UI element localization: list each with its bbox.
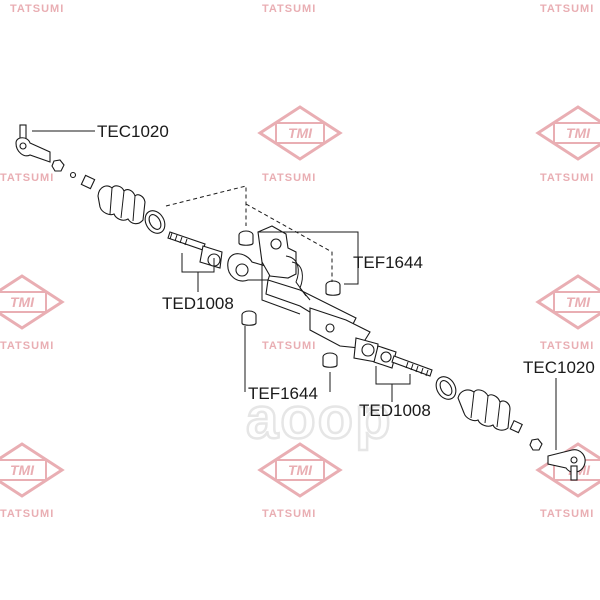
rack-end-right	[373, 345, 433, 377]
watermark-brand: TATSUMI	[262, 508, 316, 520]
watermark-logo: TMI	[535, 105, 600, 161]
rack-housing	[227, 225, 379, 363]
watermark-logo: TMI	[535, 274, 600, 330]
svg-text:TMI: TMI	[10, 462, 35, 478]
watermark-brand: TATSUMI	[0, 172, 54, 184]
bushing-bottom-right	[322, 352, 338, 368]
label-rack-end-right: TED1008	[359, 401, 431, 420]
leader-lines	[32, 130, 557, 450]
svg-text:TMI: TMI	[288, 125, 313, 141]
bushing-bottom	[241, 310, 257, 326]
label-bushing-top: TEF1644	[353, 253, 423, 272]
watermark-brand: TATSUMI	[262, 172, 316, 184]
svg-text:TMI: TMI	[288, 462, 313, 478]
watermark-brand: TATSUMI	[540, 172, 594, 184]
watermark-brand: TATSUMI	[10, 3, 64, 15]
watermark-logo: TMI	[257, 442, 343, 498]
bushing-top-right	[325, 280, 341, 296]
label-bushing-bottom: TEF1644	[248, 384, 318, 403]
bushing-top	[238, 230, 254, 246]
watermark-brand: TATSUMI	[540, 508, 594, 520]
boot-left	[80, 174, 166, 234]
label-tie-rod-end-left: TEC1020	[97, 122, 169, 141]
watermark-brand: TATSUMI	[0, 340, 54, 352]
label-tie-rod-end-right: TEC1020	[523, 358, 595, 377]
watermark-logo: TMI	[0, 274, 65, 330]
watermark-brand: TATSUMI	[262, 3, 316, 15]
watermark-logo: TMI	[0, 442, 65, 498]
watermark-brand: TATSUMI	[0, 508, 54, 520]
tie-rod-end-right	[529, 438, 586, 481]
boot-right	[435, 376, 523, 434]
shop-watermark: aoop	[246, 386, 393, 451]
assembly-dashes	[165, 185, 333, 282]
watermark-brand: TATSUMI	[262, 340, 316, 352]
svg-text:TMI: TMI	[566, 294, 591, 310]
svg-text:TMI: TMI	[10, 294, 35, 310]
watermark-brand: TATSUMI	[540, 340, 594, 352]
label-rack-end-left: TED1008	[162, 294, 234, 313]
svg-text:TMI: TMI	[566, 125, 591, 141]
watermark-logo: TMI	[257, 105, 343, 161]
watermark-brand: TATSUMI	[540, 3, 594, 15]
nut-left	[51, 159, 65, 172]
watermark-layer: TATSUMI TATSUMI TATSUMI TATSUMI TATSUMI …	[0, 3, 600, 520]
nut-right	[529, 438, 543, 451]
tie-rod-end-left	[15, 124, 77, 179]
